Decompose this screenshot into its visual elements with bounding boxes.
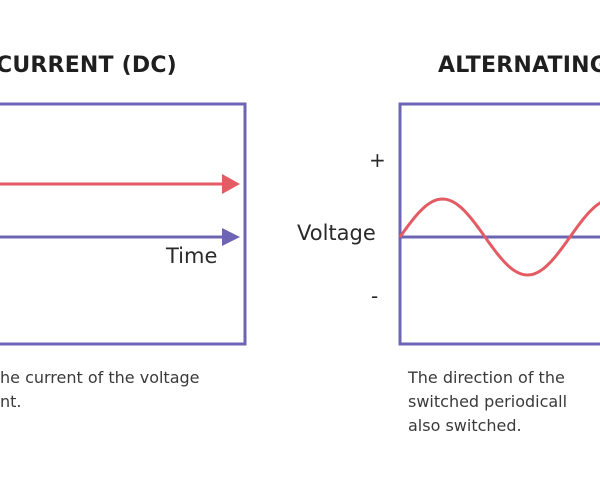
dc-description: he current of the voltage nt. [0, 366, 260, 414]
ac-signal-wave [398, 197, 600, 277]
ac-title: ALTERNATING [438, 53, 600, 78]
dc-signal-arrow-icon [222, 174, 240, 194]
ac-y-axis-label: Voltage [297, 221, 376, 245]
ac-plus-label: + [369, 148, 386, 172]
dc-panel-frame [0, 102, 247, 346]
dc-x-axis-label: Time [166, 244, 218, 268]
ac-panel-frame [398, 102, 600, 346]
ac-description-line-2: switched periodicall [408, 392, 568, 411]
ac-minus-label: - [371, 284, 379, 308]
dc-title: CURRENT (DC) [0, 53, 177, 78]
ac-description-line-1: The direction of the [408, 368, 565, 387]
ac-description-line-3: also switched. [408, 416, 522, 435]
dc-description-line-2: nt. [0, 392, 22, 411]
ac-description: The direction of the switched periodical… [408, 366, 600, 438]
dc-time-axis-arrow-icon [222, 228, 240, 246]
dc-description-line-1: he current of the voltage [0, 368, 200, 387]
